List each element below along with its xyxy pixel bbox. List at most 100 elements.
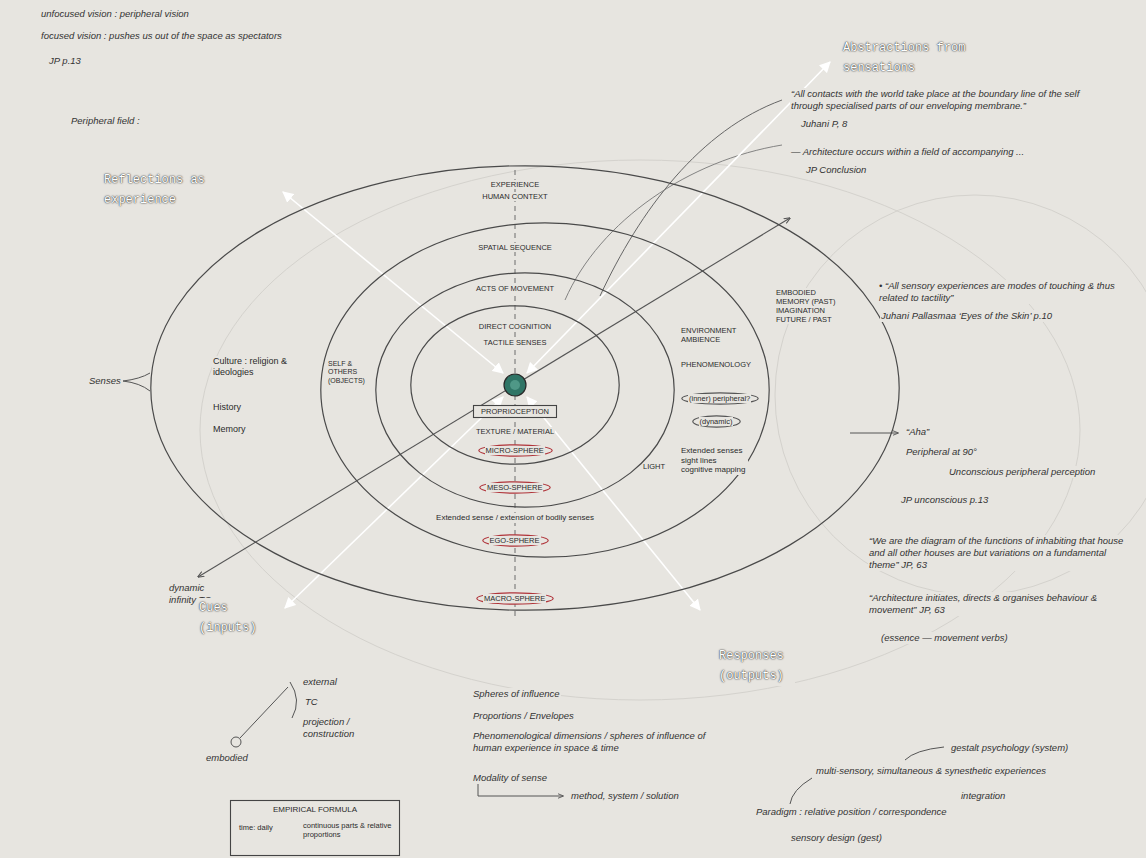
white-arrow	[285, 397, 503, 608]
ellipse-outline	[321, 223, 769, 557]
typed-label: Cues (inputs)	[198, 598, 262, 638]
self-core-inner	[510, 380, 520, 390]
handwritten-note: “Aha”	[905, 426, 930, 438]
handwritten-note: Unconscious peripheral perception	[948, 466, 1135, 478]
handwritten-note: integration	[960, 790, 1006, 802]
handwritten-note: sensory design (gest)	[790, 832, 883, 844]
quote-leader	[600, 100, 782, 296]
ellipse-outline	[478, 444, 551, 455]
handwritten-note: Peripheral field :	[70, 115, 141, 127]
ring-text: PHENOMENOLOGY	[680, 360, 752, 369]
faint-sketch	[200, 160, 1146, 700]
handwritten-note: JP unconscious p.13	[900, 494, 989, 506]
ring-text: ACTS OF MOVEMENT	[475, 284, 555, 293]
handwritten-note: “Architecture initiates, directs & organ…	[868, 592, 1135, 616]
handwritten-note: Spheres of influence	[472, 688, 561, 700]
node-label: EGO-SPHERE	[489, 536, 541, 545]
micro-sphere-ellipse: DIRECT COGNITIONTACTILE SENSESTEXTURE / …	[410, 305, 620, 465]
macro-sphere-ellipse: EXPERIENCEHUMAN CONTEXTCulture : religio…	[150, 165, 900, 611]
senses-funnel	[123, 373, 150, 391]
embodied-dot	[231, 737, 241, 747]
ring-text: HUMAN CONTEXT	[481, 192, 548, 201]
paradigm-leader	[790, 778, 812, 804]
handwritten-note: • “All sensory experiences are modes of …	[878, 280, 1138, 304]
meso-sphere-ellipse: ACTS OF MOVEMENT MESO-SPHERE DIRECT COGNIT…	[375, 272, 675, 508]
ring-text: LIGHT	[642, 462, 666, 471]
ring-text: SPATIAL SEQUENCE	[477, 243, 553, 252]
node-label: MESO-SPHERE	[486, 483, 543, 492]
ring-text: Memory	[212, 424, 247, 435]
ring-text: EXPERIENCE	[490, 180, 540, 189]
node-label: (inner) peripheral?	[688, 394, 751, 403]
handwritten-note: focused vision : pushes us out of the sp…	[40, 30, 283, 42]
ring-text: History	[212, 402, 242, 413]
node-outline	[375, 272, 675, 508]
boxed-term: PROPRIOCEPTION	[473, 405, 557, 418]
handwritten-note: Paradigm : relative position / correspon…	[755, 806, 1057, 818]
handwritten-note: Modality of sense	[472, 772, 548, 784]
typed-label: Responses (outputs)	[718, 646, 795, 686]
node-outline	[320, 222, 770, 558]
typed-label: Abstractions from sensations	[842, 38, 974, 78]
handwritten-note: “We are the diagram of the functions of …	[868, 535, 1135, 571]
ring-text: TEXTURE / MATERIAL	[475, 427, 555, 436]
handwritten-note: multi-sensory, simultaneous & synestheti…	[815, 765, 1117, 777]
handwritten-note: TC	[304, 696, 319, 708]
handwritten-note: unfocused vision : peripheral vision	[40, 8, 190, 20]
handwritten-note: “All contacts with the world take place …	[790, 88, 1092, 112]
node-label: (dynamic)	[699, 417, 734, 426]
handwritten-note: projection / construction	[302, 716, 374, 740]
ring-text: Extended sense / extension of bodily sen…	[435, 513, 595, 523]
time-axis	[198, 218, 790, 577]
typed-label: Reflections as experience	[103, 170, 213, 210]
gestalt-leader	[905, 747, 944, 760]
sphere-tag: MACRO-SPHERE	[476, 592, 554, 605]
rect-outline	[231, 801, 400, 856]
ellipse-outline	[482, 534, 547, 545]
ring-text: ENVIRONMENT AMBIENCE	[680, 326, 744, 344]
handwritten-note: Proportions / Envelopes	[472, 710, 575, 722]
ring-text: time: daily	[238, 823, 298, 832]
handwritten-note: — Architecture occurs within a field of …	[790, 146, 1092, 158]
rect-outline	[474, 405, 557, 417]
handwritten-note: method, system / solution	[570, 790, 680, 802]
ring-text: EMBODIED MEMORY (PAST) IMAGINATION FUTUR…	[775, 288, 839, 324]
ring-text: continuous parts & relative proportions	[302, 821, 396, 839]
sphere-tag: MESO-SPHERE	[479, 481, 551, 494]
ellipse-outline	[692, 415, 739, 426]
ellipse-outline	[480, 481, 550, 492]
ring-text: TACTILE SENSES	[483, 338, 548, 347]
handwritten-note: JP Conclusion	[805, 164, 867, 176]
ellipse-outline	[376, 273, 674, 507]
modality-leader	[478, 784, 563, 796]
ellipse-outline	[151, 166, 899, 610]
handwritten-note: Phenomenological dimensions / spheres of…	[472, 730, 734, 754]
circled-note: (inner) peripheral?	[681, 392, 759, 405]
ego-sphere-ellipse: SPATIAL SEQUENCE SELF & OTHERS (OBJECTS) E…	[320, 222, 770, 558]
sphere-tag: EGO-SPHERE	[482, 534, 549, 547]
ellipse-outline	[411, 306, 619, 464]
handwritten-note: external	[302, 676, 338, 688]
node-label: PROPRIOCEPTION	[480, 407, 550, 416]
ring-text: Extended senses sight lines cognitive ma…	[680, 446, 748, 475]
handwritten-note: JP p.13	[48, 55, 82, 67]
node-label: MACRO-SPHERE	[483, 594, 546, 603]
circled-note: (dynamic)	[692, 415, 741, 428]
node-label: MICRO-SPHERE	[485, 446, 545, 455]
ellipse-outline	[477, 592, 553, 603]
handwritten-note: Peripheral at 90°	[905, 446, 978, 458]
handwritten-note: gestalt psychology (system)	[950, 742, 1069, 754]
self-core	[504, 374, 526, 396]
projection-arc	[290, 682, 297, 718]
handwritten-note: Senses	[88, 375, 122, 387]
ellipse-outline	[682, 392, 758, 403]
ring-text: SELF & OTHERS (OBJECTS)	[327, 360, 375, 385]
white-arrow	[527, 62, 830, 373]
handwritten-note: embodied	[205, 752, 249, 764]
ring-text: EMPIRICAL FORMULA	[272, 805, 358, 815]
formula-box: EMPIRICAL FORMULA time: daily continuous p…	[230, 800, 400, 856]
projection-line	[240, 687, 288, 738]
handwritten-note: Juhani P, 8	[800, 118, 848, 130]
handwritten-note: (essence — movement verbs)	[880, 632, 1009, 644]
